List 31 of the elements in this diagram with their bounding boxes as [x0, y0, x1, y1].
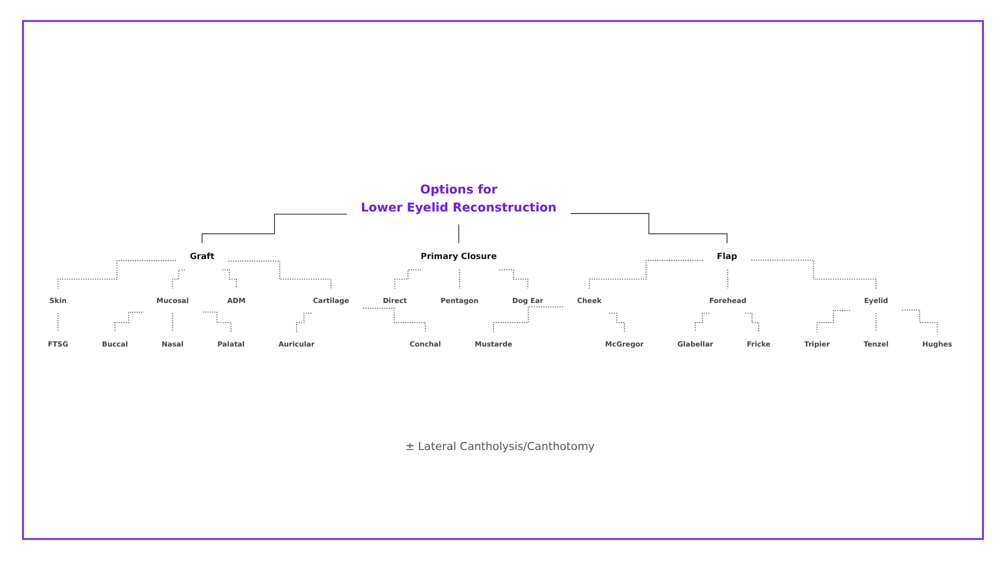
node-text: Flap — [716, 251, 738, 262]
connector — [902, 310, 938, 332]
connector — [498, 269, 528, 289]
connector — [727, 269, 728, 289]
connector — [58, 312, 59, 332]
connector — [394, 269, 422, 289]
connector — [608, 312, 625, 332]
connector — [222, 269, 237, 289]
node-text: Options for Lower Eyelid Reconstruction — [360, 182, 557, 215]
connector — [172, 269, 186, 289]
connector — [816, 310, 850, 332]
connector — [570, 212, 728, 244]
connector — [876, 312, 877, 332]
connector — [493, 306, 564, 332]
note-text: ± Lateral Cantholysis/Canthotomy — [405, 440, 595, 453]
node-text: Primary Closure — [420, 251, 497, 262]
connector — [114, 312, 143, 332]
connector — [458, 269, 460, 289]
node-text: Graft — [190, 251, 214, 262]
connector — [228, 260, 332, 289]
connector — [202, 214, 348, 244]
connector — [744, 312, 760, 332]
connector — [750, 260, 877, 289]
connector — [172, 312, 174, 332]
connector — [202, 311, 232, 332]
connector — [296, 312, 312, 332]
connector — [694, 312, 710, 332]
connector — [362, 308, 426, 332]
connector — [458, 224, 460, 244]
connector — [588, 260, 704, 289]
connector — [58, 260, 176, 289]
